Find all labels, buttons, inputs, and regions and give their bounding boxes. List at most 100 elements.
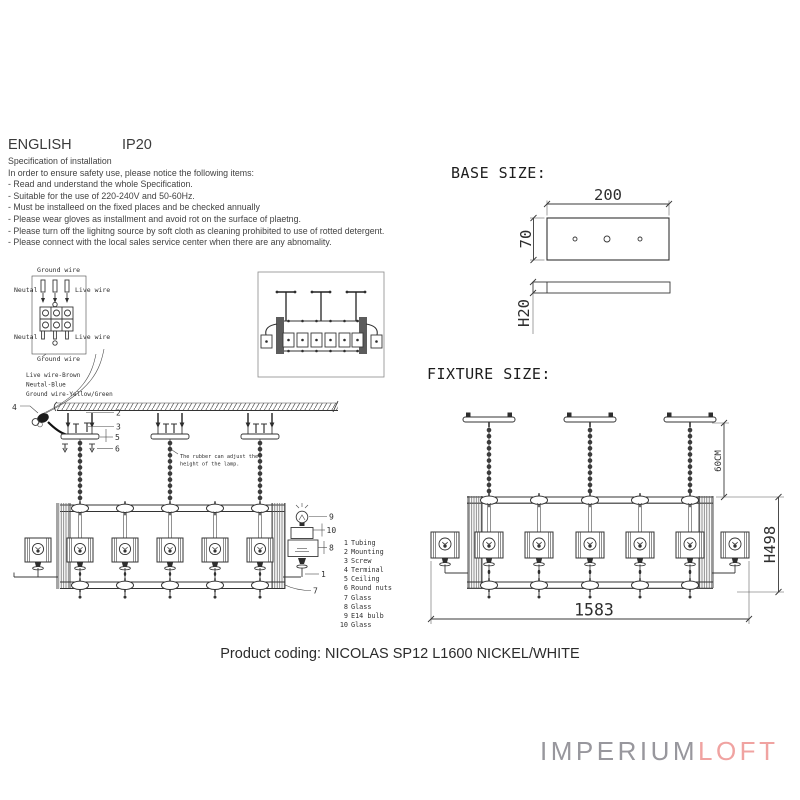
base-top-view: 200 70 (517, 186, 673, 264)
rail-connector (580, 577, 600, 593)
hanger-plate (462, 411, 516, 428)
finial (258, 591, 262, 600)
finial (588, 591, 592, 599)
finial (638, 591, 642, 599)
rail-connector (115, 577, 135, 594)
part-number: 7 (343, 593, 348, 602)
finial (168, 591, 172, 600)
glass-shade (201, 537, 229, 563)
callout-4: 4 (12, 403, 17, 412)
part-number: 4 (343, 566, 348, 575)
base-side-view: H20 (515, 278, 671, 334)
callout-2: 2 (116, 409, 121, 418)
rail-connector (115, 500, 135, 517)
glass-shade (575, 531, 605, 559)
glass-shade (66, 537, 94, 563)
rail-connector (680, 492, 700, 508)
finial (213, 591, 217, 600)
e14-bulb (295, 510, 309, 524)
callout-8: 8 (329, 544, 334, 553)
wiring-diagram: Ground wire Neutal Live wire Neutal Live (14, 266, 113, 415)
mount-assembly (240, 412, 280, 505)
rail-connector (70, 577, 90, 594)
callout-3: 3 (116, 423, 121, 432)
fixture-body (430, 492, 750, 599)
callout-9: 9 (329, 513, 334, 522)
rail-connector (630, 577, 650, 593)
thumbnail-hangers (275, 290, 367, 321)
part-label: Round nuts (351, 584, 392, 593)
part-number: 1 (343, 539, 348, 547)
ground-wire-label-top: Ground wire (37, 266, 80, 274)
glass-shade (474, 531, 504, 559)
rail-connector (529, 492, 549, 508)
rail-connector (529, 577, 549, 593)
callout-1: 1 (321, 570, 326, 579)
end-glass-shade (24, 537, 52, 563)
language-heading: ENGLISH (8, 137, 72, 153)
dim-chain-length: 60CM (712, 419, 729, 501)
base-width-dim: 200 (594, 186, 622, 204)
brand-logo: IMPERIUMLOFT (540, 736, 778, 767)
install-note-line1: The rubber can adjust the (180, 454, 258, 460)
mount-assembly (150, 412, 190, 505)
candle-holder (74, 561, 86, 571)
finial (688, 591, 692, 599)
neutral-label-bottom: Neutal (14, 333, 38, 341)
live-wire-label-bottom: Live wire (75, 333, 110, 341)
installation-spec: Specification of installation In order t… (8, 156, 448, 249)
base-depth-dim: 70 (517, 230, 535, 249)
rail-connector (250, 577, 270, 594)
thumbnail-body (260, 317, 383, 354)
ground-wire-label-bottom: Ground wire (37, 355, 80, 363)
hanger-plate (663, 411, 717, 428)
candle-holder (209, 561, 221, 571)
round-nut (88, 443, 96, 453)
rail-connector (160, 500, 180, 517)
dim-fixture-height: H498 (716, 493, 784, 596)
ceiling (53, 400, 339, 413)
part-label: Glass (351, 602, 372, 611)
fixture-body (13, 500, 301, 600)
callout-6: 6 (115, 445, 120, 454)
neutral-label-top: Neutal (14, 286, 38, 294)
candle-holder (634, 557, 646, 567)
callout-4-leader (20, 405, 39, 414)
legend-live-wire: Live wire-Brown (26, 372, 81, 379)
supply-wire (41, 353, 97, 415)
part-label: Tubing (351, 539, 376, 547)
candle-holder (164, 561, 176, 571)
callout-5: 5 (115, 433, 120, 442)
candle-holder (439, 557, 451, 567)
rail-connector (250, 500, 270, 517)
part-label: Glass (351, 593, 372, 602)
socket-detail: 9 10 8 1 7 (283, 503, 337, 596)
callout-10: 10 (327, 526, 337, 535)
rail-connector (680, 577, 700, 593)
part-number: 6 (343, 584, 348, 593)
glass-shade (524, 531, 554, 559)
spec-item: - Please turn off the lighitng source by… (8, 225, 385, 236)
terminal-wires (40, 279, 70, 308)
candle-holder (533, 557, 545, 567)
glass-shade (625, 531, 655, 559)
spec-item: - Must be installeed on the fixed places… (8, 202, 260, 213)
part-label: Screw (351, 557, 372, 566)
mount-assembly (60, 412, 100, 505)
part-number: 8 (343, 602, 348, 611)
spec-title: Specification of installation (8, 156, 112, 166)
glass-shade (156, 537, 184, 563)
rail-connector (205, 500, 225, 517)
glass-shade (675, 531, 705, 559)
part-label: Mounting (351, 548, 384, 557)
chain-length-dim: 60CM (714, 450, 724, 472)
rail-connector (580, 492, 600, 508)
supply-wire (45, 348, 105, 414)
